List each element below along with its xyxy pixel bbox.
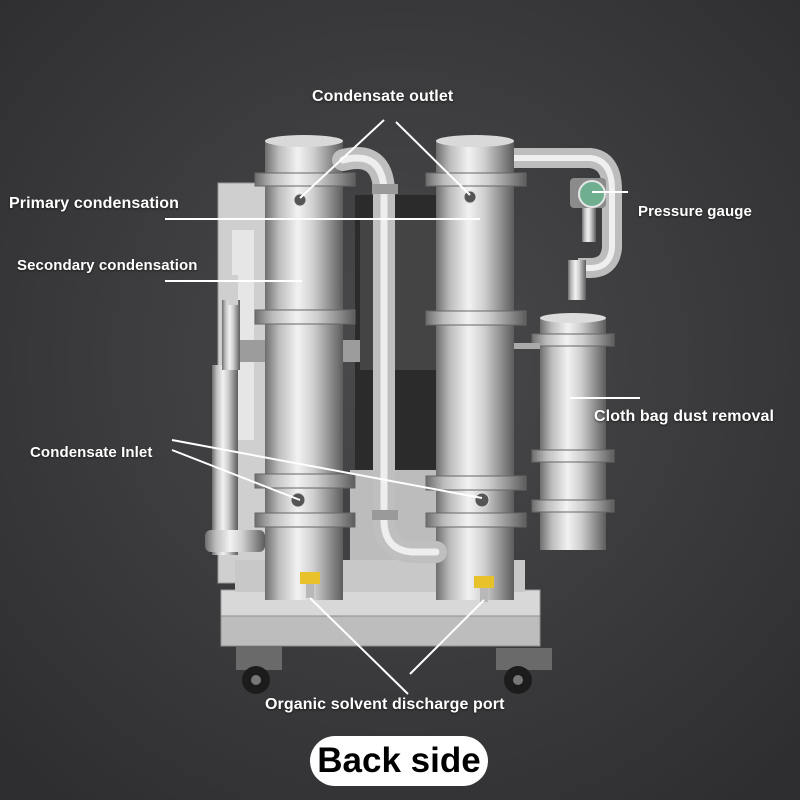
label-cloth-bag-dust-removal: Cloth bag dust removal	[594, 408, 774, 425]
leader-outlet-right	[395, 121, 471, 196]
cloth-bag-filter	[514, 313, 615, 550]
label-discharge-port: Organic solvent discharge port	[265, 696, 505, 713]
secondary-condenser-column	[425, 135, 527, 600]
label-primary-condensation: Primary condensation	[9, 195, 180, 212]
label-pressure-gauge: Pressure gauge	[638, 203, 752, 220]
left-side-pipe	[205, 275, 265, 555]
leader-discharge-right	[409, 599, 485, 675]
leader-inlet-right	[171, 439, 483, 499]
leader-inlet-left	[171, 449, 301, 501]
drain-valve-right	[474, 576, 494, 602]
leader-discharge-left	[309, 597, 409, 695]
drain-valve-left	[300, 572, 320, 598]
label-secondary-condensation: Secondary condensation	[17, 257, 198, 274]
primary-condenser-column	[254, 135, 356, 600]
connecting-pipe	[332, 147, 447, 563]
top-outlet-pipe	[514, 148, 622, 300]
label-condensate-outlet: Condensate outlet	[312, 88, 454, 105]
leader-outlet-left	[299, 119, 385, 199]
caption-badge: Back side	[310, 736, 488, 786]
leader-lines	[165, 119, 640, 695]
caster-right	[496, 648, 552, 694]
pressure-gauge	[570, 178, 606, 242]
caster-left	[236, 646, 282, 694]
label-condensate-inlet: Condensate Inlet	[30, 444, 153, 461]
